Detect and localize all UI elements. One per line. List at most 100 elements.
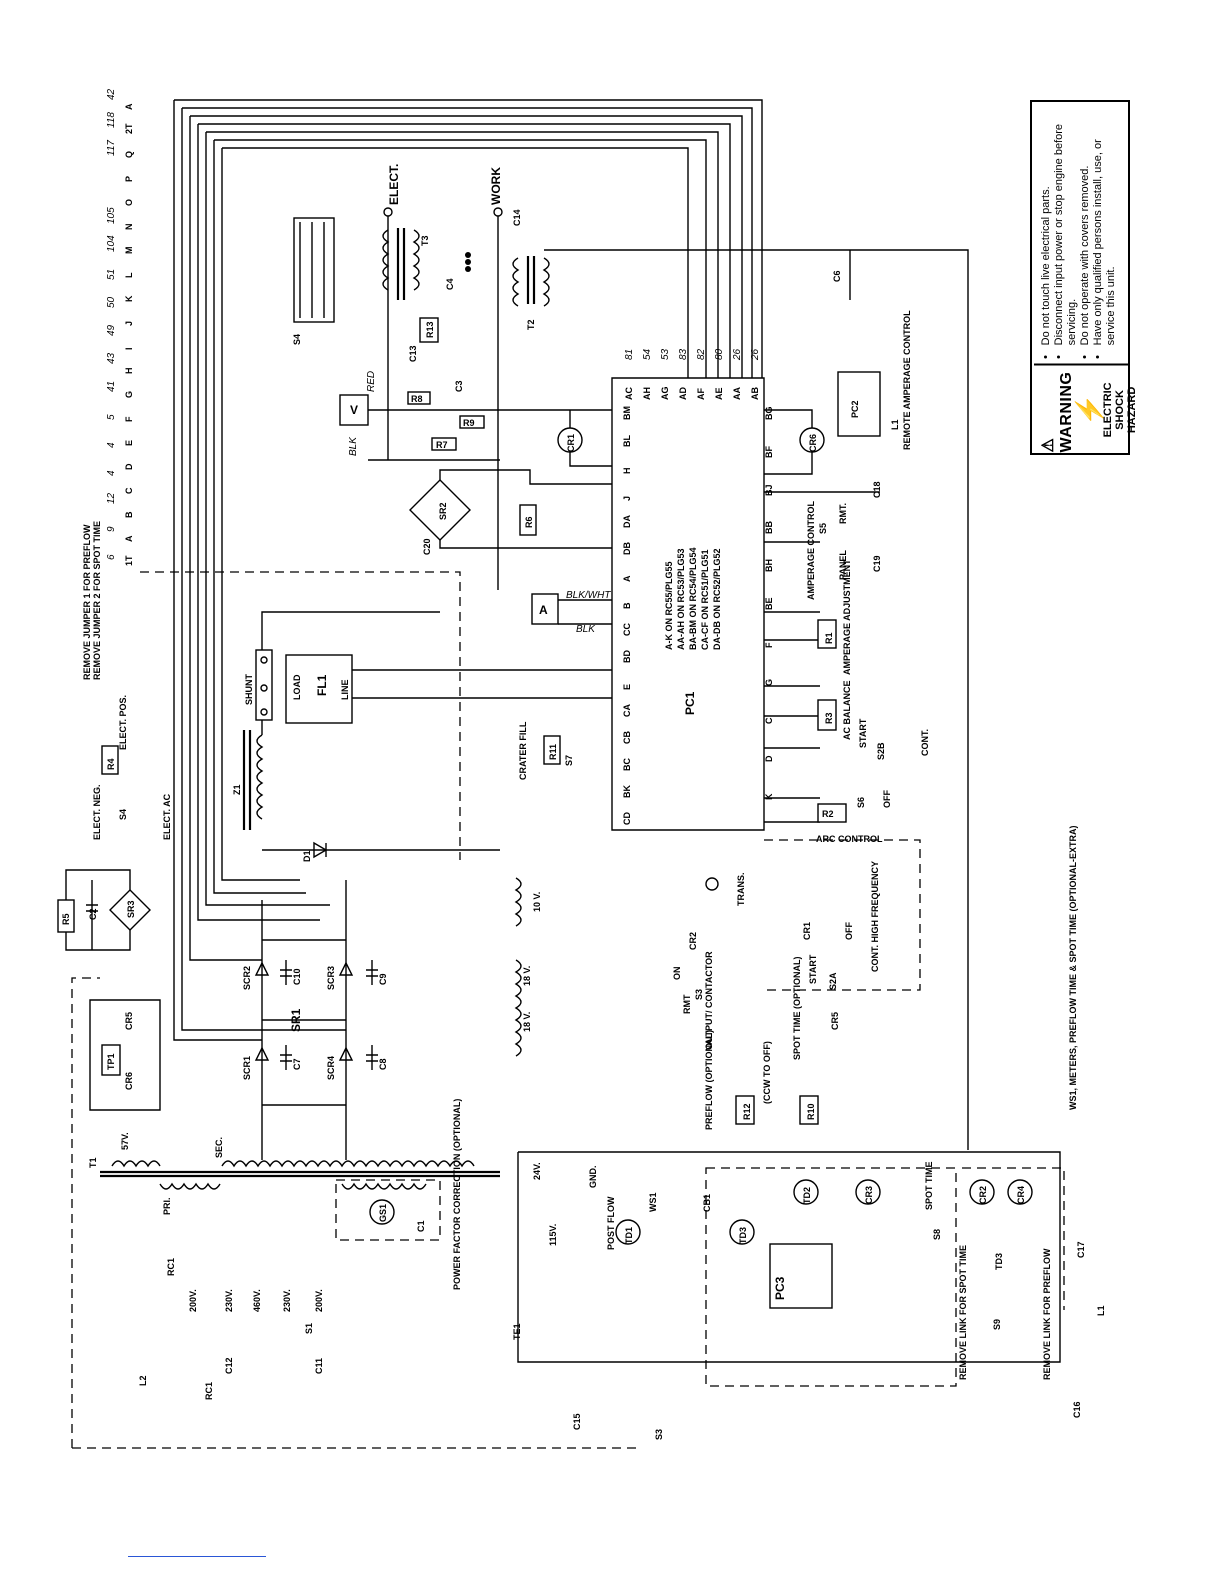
z1-label: Z1 [232,784,242,795]
cr6-left-label: CR6 [124,1072,134,1090]
rc2-top-label: L1 [890,419,900,430]
r13-label: R13 [425,321,435,338]
jumper-note-1: REMOVE JUMPER 1 FOR PREFLOW [82,524,92,680]
t3-label: T3 [420,235,430,246]
r9-label: R9 [463,418,475,428]
te1-bottom-label: RC1 [204,1382,214,1400]
s8-spot-label: SPOT TIME [924,1161,934,1210]
control-circuit: 24V. 115V. GND. TE1 TD1 POST FLOW WS1 CB… [512,825,1106,1440]
terminal-wire-number: 9 [106,526,117,532]
pc1-top-pin: AF [696,388,706,400]
sr1-label: SR1 [289,1008,303,1032]
jumper-note-2: REMOVE JUMPER 2 FOR SPOT TIME [92,521,102,680]
cr4-coil-label: CR4 [1016,1186,1026,1204]
terminal-letter: M [124,247,134,255]
terminal-wire-number: 42 [106,88,117,100]
sn1-label: TP1 [106,1053,116,1070]
s4-block-label: S4 [292,334,302,345]
terminal-letter: A [124,535,134,542]
s2b-start-label: START [858,718,868,748]
c8-label: C8 [378,1058,388,1070]
r7-label: R7 [436,440,448,450]
elect-stud-label: ELECT. [387,164,401,205]
pc1-left-pin: J [622,496,632,501]
terminal-letter: L [124,272,134,278]
arc-control-label: ARC CONTROL [816,834,883,844]
cr1-coil-label: CR1 [566,434,576,452]
s6-off-label: OFF [882,790,892,808]
s4-terminal-block: S4 [292,217,335,345]
pc1-legend-1: AA-AH ON RC53/PLG53 [676,548,686,650]
s9-label: S9 [992,1319,1002,1330]
c16-label: C16 [1072,1401,1082,1418]
terminal-wire-number: 12 [106,492,117,504]
pc1-left-pin: B [622,602,632,609]
c18-label: C18 [872,481,882,498]
r3-label: R3 [824,712,834,724]
pc1-right-pin: BH [764,559,774,572]
pfc-label: POWER FACTOR CORRECTION (OPTIONAL) [452,1099,462,1290]
pc1-left-pin: DB [622,542,632,555]
s3-bottom-label: S3 [654,1429,664,1440]
s4-left-label: S4 [118,809,128,820]
pc1-right-pin: C [764,717,774,724]
pc1-legend-0: A-K ON RC55/PLG55 [664,561,674,650]
cr6-coil-label: CR6 [808,434,818,452]
c6-label: C6 [832,270,842,282]
cr5-right-label: CR5 [830,1012,840,1030]
c9-label: C9 [378,973,388,985]
spot-time-label: SPOT TIME (OPTIONAL) [792,957,802,1061]
c15-label: C15 [572,1413,582,1430]
pc1-right-pin: BJ [764,484,774,496]
elect-neg-label: ELECT. NEG. [92,784,102,840]
r2-label: R2 [822,809,834,819]
pc1-left-pin: BM [622,406,632,420]
t1-label: T1 [88,1157,98,1168]
td3-label: TD3 [994,1253,1004,1270]
terminal-letter: K [124,295,134,302]
18v-a-label: 18 V. [522,966,532,986]
s5-label: S5 [818,523,828,534]
r5-label: R5 [61,913,71,925]
scr-bridge: SCR1 SCR2 SCR3 SCR4 SR1 C7 C8 C9 C10 [242,880,388,1160]
meter-section: V R8 R9 R7 C3 RED BLK SR2 R6 C20 [339,371,612,555]
preflow-label: PREFLOW (OPTIONAL) [704,1030,714,1130]
terminal-wire-number: 105 [106,207,117,224]
s1-label: S1 [304,1323,314,1334]
terminal-letter: 1T [124,555,134,566]
c12-label: C12 [224,1357,234,1374]
ac-balance-label: AC BALANCE [842,681,852,741]
r12-label: R12 [742,1103,752,1120]
input-section: 200V. 230V. 460V. 230V. 200V. S1 RC1 RC1… [71,571,640,1449]
warning-list: Do not touch live electrical parts. Disc… [1034,104,1130,364]
output-contactor-label: OUTPUT/ CONTACTOR [704,951,714,1050]
terminal-wire-number: 49 [106,324,117,336]
s3-rmt-label: RMT [682,994,692,1014]
gap-label: Z1 [474,261,484,272]
c3-label: C3 [454,380,464,392]
output-section: Z1 D1 FL1 LOAD LINE SHUNT [232,611,612,862]
v-meter-label: V [350,403,358,417]
post-flow-label: POST FLOW [606,1196,616,1250]
terminal-wire-number: 50 [106,296,117,308]
pc1-right-pin: F [764,642,774,648]
terminal-wire-number: 4 [106,470,117,476]
terminal-letter: Q [124,151,134,158]
pc1-right-pin: BB [764,521,774,534]
tp1-label: TP1 [708,883,718,900]
a-meter-label: A [539,603,548,617]
fl1-line-label: LINE [340,679,350,700]
remove-spot-label: REMOVE LINK FOR SPOT TIME [958,1245,968,1380]
td2-coil-label: TD2 [802,1187,812,1204]
r6-label: R6 [524,516,534,528]
pc1-top-pin: AD [678,387,688,400]
terminal-wire-number: 4 [106,442,117,448]
r4-label: R4 [106,758,116,770]
pc1-legend-4: DA-DB ON RC52/PLG52 [712,548,722,650]
18v-b-label: 18 V. [522,1012,532,1032]
d1-label: D1 [302,850,312,862]
c19-label: C19 [872,555,882,572]
footer-link-underline[interactable] [128,1556,266,1557]
cr1-contact-label: CR1 [802,922,812,940]
